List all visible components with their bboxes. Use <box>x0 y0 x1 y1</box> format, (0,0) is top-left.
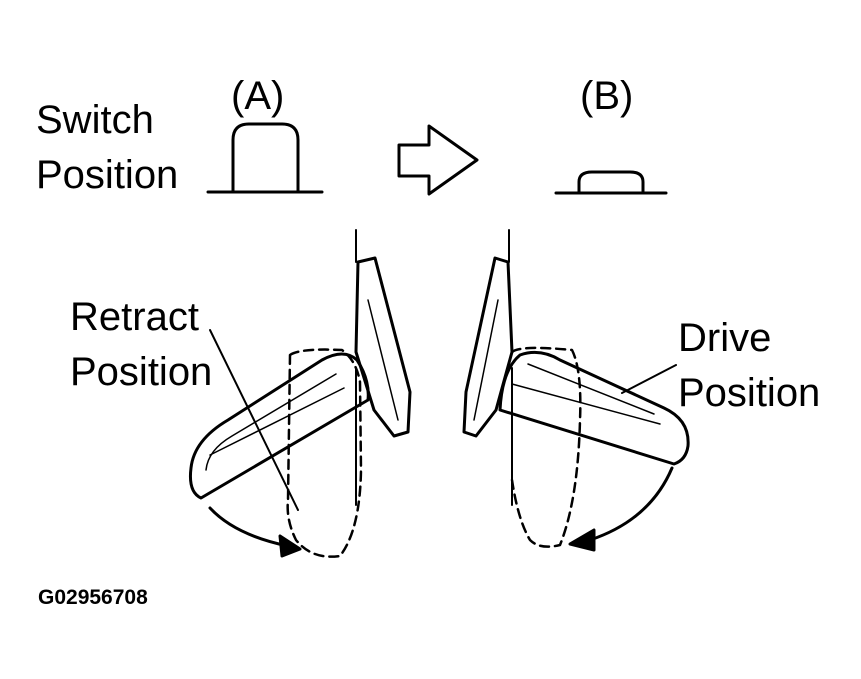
mirror-retract-drawing <box>189 229 412 558</box>
switch-position-label-line1: Switch <box>36 98 154 142</box>
figure-id: G02956708 <box>38 586 148 609</box>
drive-position-label-line2: Position <box>678 371 821 415</box>
switch-b-pressed <box>554 170 668 195</box>
mirror-drive-drawing <box>462 229 690 552</box>
drive-arrowhead-icon <box>568 528 596 552</box>
state-b-label: (B) <box>580 74 634 118</box>
switch-a-raised <box>206 122 324 194</box>
retract-position-label-line2: Position <box>70 350 213 394</box>
retract-arrowhead-icon <box>278 534 302 558</box>
state-a-label: (A) <box>231 74 285 118</box>
retract-position-label-line1: Retract <box>70 295 199 339</box>
switch-position-label-line2: Position <box>36 153 179 197</box>
transition-arrow-icon <box>397 124 479 196</box>
drive-position-label-line1: Drive <box>678 316 772 360</box>
